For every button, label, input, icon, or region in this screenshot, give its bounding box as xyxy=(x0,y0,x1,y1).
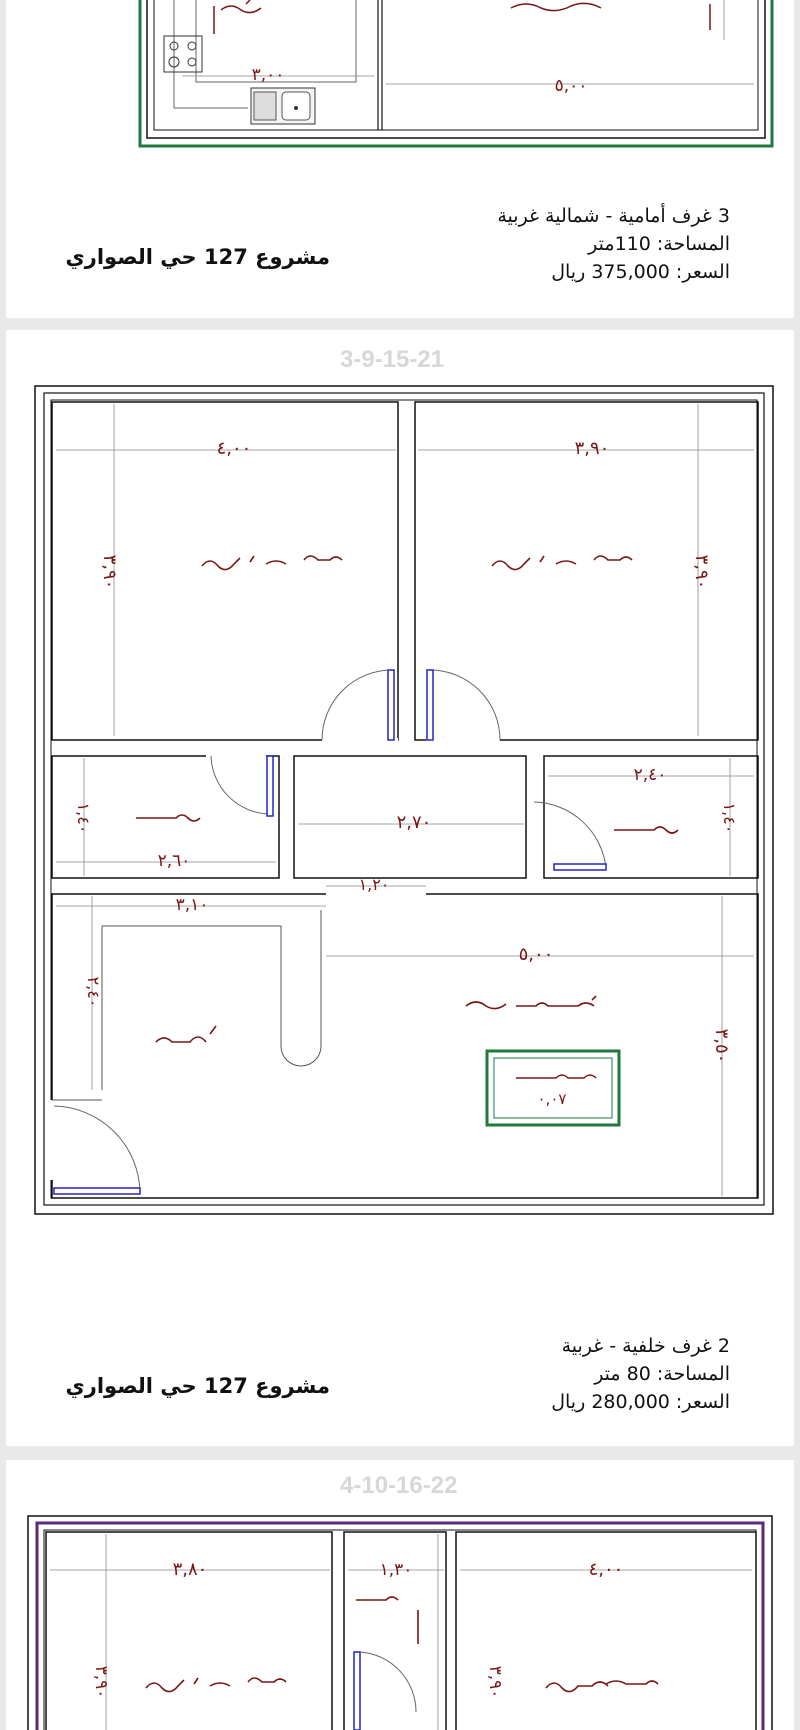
plan-frame-outer xyxy=(34,385,774,1215)
plan-frame-inner xyxy=(146,0,766,139)
plan-frame-outer xyxy=(27,1515,773,1730)
listing-area: المساحة: 110متر xyxy=(588,233,730,255)
kitchen-counter xyxy=(173,0,248,109)
stove-icon xyxy=(163,35,203,73)
dimension-label: ٣,٠٠ xyxy=(252,65,285,85)
dimension-label: ٢,٦٠ xyxy=(158,851,191,871)
marker-box: ٠,٠٧ xyxy=(485,1049,621,1127)
plan-frame-inner xyxy=(43,392,765,1206)
room-bath-right xyxy=(543,755,759,879)
room-label-script xyxy=(136,555,679,1043)
room-bedroom-right xyxy=(455,1531,757,1730)
listing-rooms: 3 غرف أمامية - شمالية غربية xyxy=(497,205,730,227)
listing-price: السعر: 375,000 ريال xyxy=(551,261,730,283)
door xyxy=(353,1651,417,1730)
room-living xyxy=(51,893,759,1199)
room-bedroom-left xyxy=(45,1531,333,1730)
dimension-label: ٤,٠٠ xyxy=(589,1559,624,1580)
listing-card-2[interactable]: 3-9-15-21 xyxy=(6,330,794,1446)
dimension-label: ٣,٥٠ xyxy=(711,1029,732,1064)
dimension-label: ١,٤٠ xyxy=(720,803,739,834)
sink-icon xyxy=(250,87,316,125)
plan-wall xyxy=(153,0,759,131)
listing-info-1: 3 غرف أمامية - شمالية غربية المساحة: 110… xyxy=(497,202,730,286)
listing-area: المساحة: 80 متر xyxy=(594,1363,730,1385)
dimension-label: ٢,٤٠ xyxy=(634,765,667,785)
dimension-label: ٤,٠٠ xyxy=(217,438,252,459)
room-bedroom-right xyxy=(414,401,759,741)
dimension-label: ٥,٠٠ xyxy=(555,76,588,96)
plan-frame-purple xyxy=(35,1521,765,1730)
plan-frame-outer xyxy=(138,0,774,148)
dimension-label: ٣,٩٠ xyxy=(575,438,610,459)
listing-rooms: 2 غرف خلفية - غربية xyxy=(561,1335,730,1357)
dimension-label: ١,٢٠ xyxy=(359,875,390,894)
room-label-script xyxy=(145,1596,659,1693)
listing-card-1[interactable]: ٣,٠٠ ٥,٠٠ 3 غرف أمامية - شمالية غربية ال… xyxy=(6,0,794,318)
dimension-label: ٣,٩٠ xyxy=(485,1666,505,1699)
listing-price: السعر: 280,000 ريال xyxy=(551,1391,730,1413)
room-label-script xyxy=(220,0,262,14)
dimension-label: ١,٤٠ xyxy=(74,803,93,834)
dimension-lines xyxy=(50,1534,752,1730)
dimension-label: ٣,٩٠ xyxy=(91,1666,111,1699)
unit-code: 3-9-15-21 xyxy=(340,346,445,373)
dimension-label: ٣,٨٠ xyxy=(173,1559,208,1580)
marker-value: ٠,٠٧ xyxy=(538,1090,567,1108)
dimension-mark xyxy=(213,4,711,34)
room-corridor xyxy=(343,1531,447,1730)
room-bedroom-left xyxy=(51,401,399,741)
floor-plan-1: ٣,٠٠ ٥,٠٠ xyxy=(138,0,774,148)
dimension-label: ٥,٠٠ xyxy=(519,944,554,965)
room-hallway xyxy=(293,755,527,879)
project-title: مشروع 127 حي الصواري xyxy=(65,245,330,269)
project-title: مشروع 127 حي الصواري xyxy=(65,1374,330,1398)
unit-code: 4-10-16-22 xyxy=(340,1472,458,1499)
dimension-label: ٣,١٠ xyxy=(176,895,209,915)
dimension-lines xyxy=(56,404,754,1196)
room-bath-left xyxy=(51,755,280,879)
kitchen-counter xyxy=(195,0,357,83)
listing-info-2: 2 غرف خلفية - غربية المساحة: 80 متر السع… xyxy=(551,1332,730,1416)
dimension-label: ١,٣٠ xyxy=(380,1560,413,1580)
listing-card-3[interactable]: 4-10-16-22 ٣,٨٠ ١,٣٠ ٤,٠٠ ٣,٩٠ ٣,٩٠ xyxy=(6,1460,794,1730)
floor-plan-3: ٣,٨٠ ١,٣٠ ٤,٠٠ ٣,٩٠ ٣,٩٠ xyxy=(27,1515,773,1730)
floor-plan-2: ٤,٠٠ ٣,٩٠ ٣,٩٠ ٣,٩٠ ١,٤٠ ٢,٦٠ ٢,٧٠ ٢,٤٠ … xyxy=(34,385,774,1215)
plan-wall xyxy=(50,399,758,1199)
dimension-label: ٣,٩٠ xyxy=(99,555,120,590)
dimension-label: ٣,٩٠ xyxy=(691,555,712,590)
room-label-script xyxy=(510,2,602,12)
dimension-label: ٢,٤٠ xyxy=(84,977,103,1008)
door xyxy=(53,669,607,1195)
dimension-label: ٢,٧٠ xyxy=(397,812,432,833)
kitchen-counter xyxy=(102,910,322,1067)
